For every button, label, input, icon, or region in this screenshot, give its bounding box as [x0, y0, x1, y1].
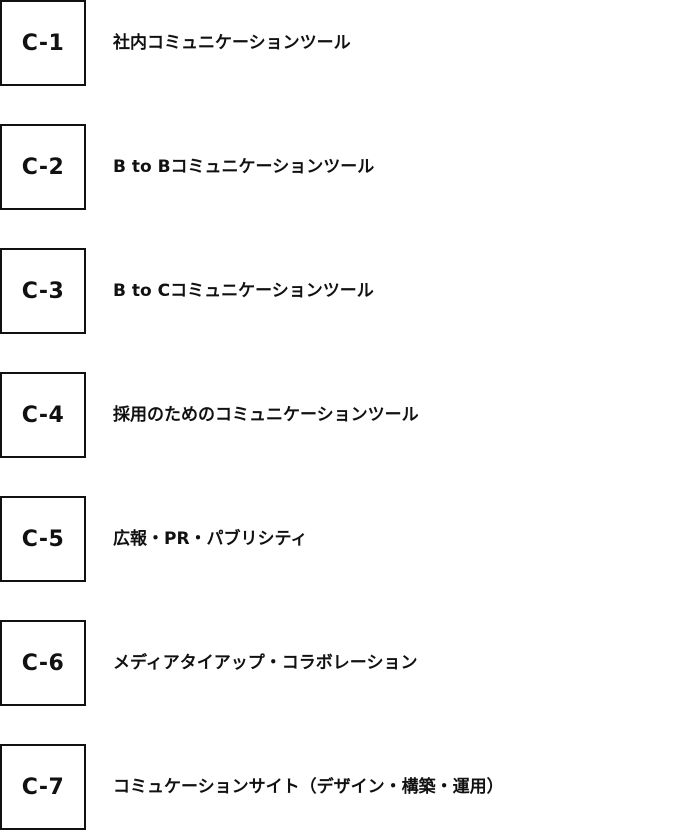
category-code-box: C-2: [0, 124, 86, 210]
category-code-box: C-5: [0, 496, 86, 582]
list-item: C-3 B to Cコミュニケーションツール: [0, 248, 660, 334]
category-code: C-4: [21, 402, 65, 428]
category-code: C-3: [21, 278, 65, 304]
category-label: メディアタイアップ・コラボレーション: [113, 653, 418, 673]
category-code-box: C-1: [0, 0, 86, 86]
category-code: C-1: [21, 30, 65, 56]
category-code-box: C-3: [0, 248, 86, 334]
list-item: C-7 コミュケーションサイト（デザイン・構築・運用）: [0, 744, 660, 830]
list-item: C-6 メディアタイアップ・コラボレーション: [0, 620, 660, 706]
list-item: C-4 採用のためのコミュニケーションツール: [0, 372, 660, 458]
category-code: C-5: [21, 526, 65, 552]
list-item: C-5 広報・PR・パブリシティ: [0, 496, 660, 582]
category-code-box: C-6: [0, 620, 86, 706]
category-label: B to Bコミュニケーションツール: [113, 157, 375, 177]
category-label: B to Cコミュニケーションツール: [113, 281, 374, 301]
category-code: C-7: [21, 774, 65, 800]
category-code-box: C-4: [0, 372, 86, 458]
list-item: C-2 B to Bコミュニケーションツール: [0, 124, 660, 210]
category-label: 社内コミュニケーションツール: [113, 33, 351, 53]
category-code: C-6: [21, 650, 65, 676]
category-code: C-2: [21, 154, 65, 180]
category-code-box: C-7: [0, 744, 86, 830]
category-label: 広報・PR・パブリシティ: [113, 529, 308, 549]
category-label: 採用のためのコミュニケーションツール: [113, 405, 419, 425]
category-label: コミュケーションサイト（デザイン・構築・運用）: [113, 777, 504, 797]
list-item: C-1 社内コミュニケーションツール: [0, 0, 660, 86]
